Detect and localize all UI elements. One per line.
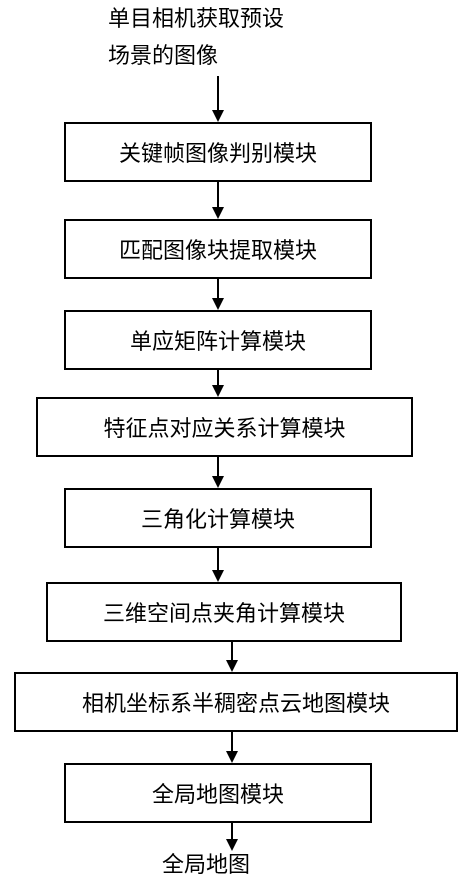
module-label: 关键帧图像判别模块 [118,142,317,167]
module-box-triangulation: 三角化计算模块 [64,488,372,548]
arrow-module3-to-module4 [212,370,224,397]
module-label: 单应矩阵计算模块 [129,330,306,355]
arrow-input-to-module1 [212,76,224,122]
arrow-module8-to-output [226,823,238,851]
arrow-module5-to-module6 [212,548,224,582]
module-box-global-map: 全局地图模块 [64,763,372,823]
arrow-module4-to-module5 [212,457,224,488]
module-box-3d-point-angle: 三维空间点夹角计算模块 [46,582,402,642]
arrow-module1-to-module2 [212,182,224,219]
module-label: 相机坐标系半稠密点云地图模块 [81,692,390,717]
input-text-line1: 单目相机获取预设 [108,7,285,32]
arrow-module7-to-module8 [226,732,238,763]
module-label: 三角化计算模块 [140,508,295,533]
arrow-module6-to-module7 [226,642,238,672]
module-box-semi-dense-map: 相机坐标系半稠密点云地图模块 [14,672,458,732]
output-text: 全局地图 [162,853,251,878]
module-box-homography-computation: 单应矩阵计算模块 [64,310,372,370]
module-label: 匹配图像块提取模块 [118,239,317,264]
input-text-line2: 场景的图像 [108,44,219,69]
module-label: 全局地图模块 [151,783,284,808]
arrow-module2-to-module3 [212,279,224,310]
module-box-matching-patch-extraction: 匹配图像块提取模块 [64,219,372,279]
module-label: 特征点对应关系计算模块 [103,417,346,442]
module-box-keyframe-discrimination: 关键帧图像判别模块 [64,122,372,182]
module-label: 三维空间点夹角计算模块 [102,602,345,627]
module-box-feature-correspondence: 特征点对应关系计算模块 [36,397,413,457]
